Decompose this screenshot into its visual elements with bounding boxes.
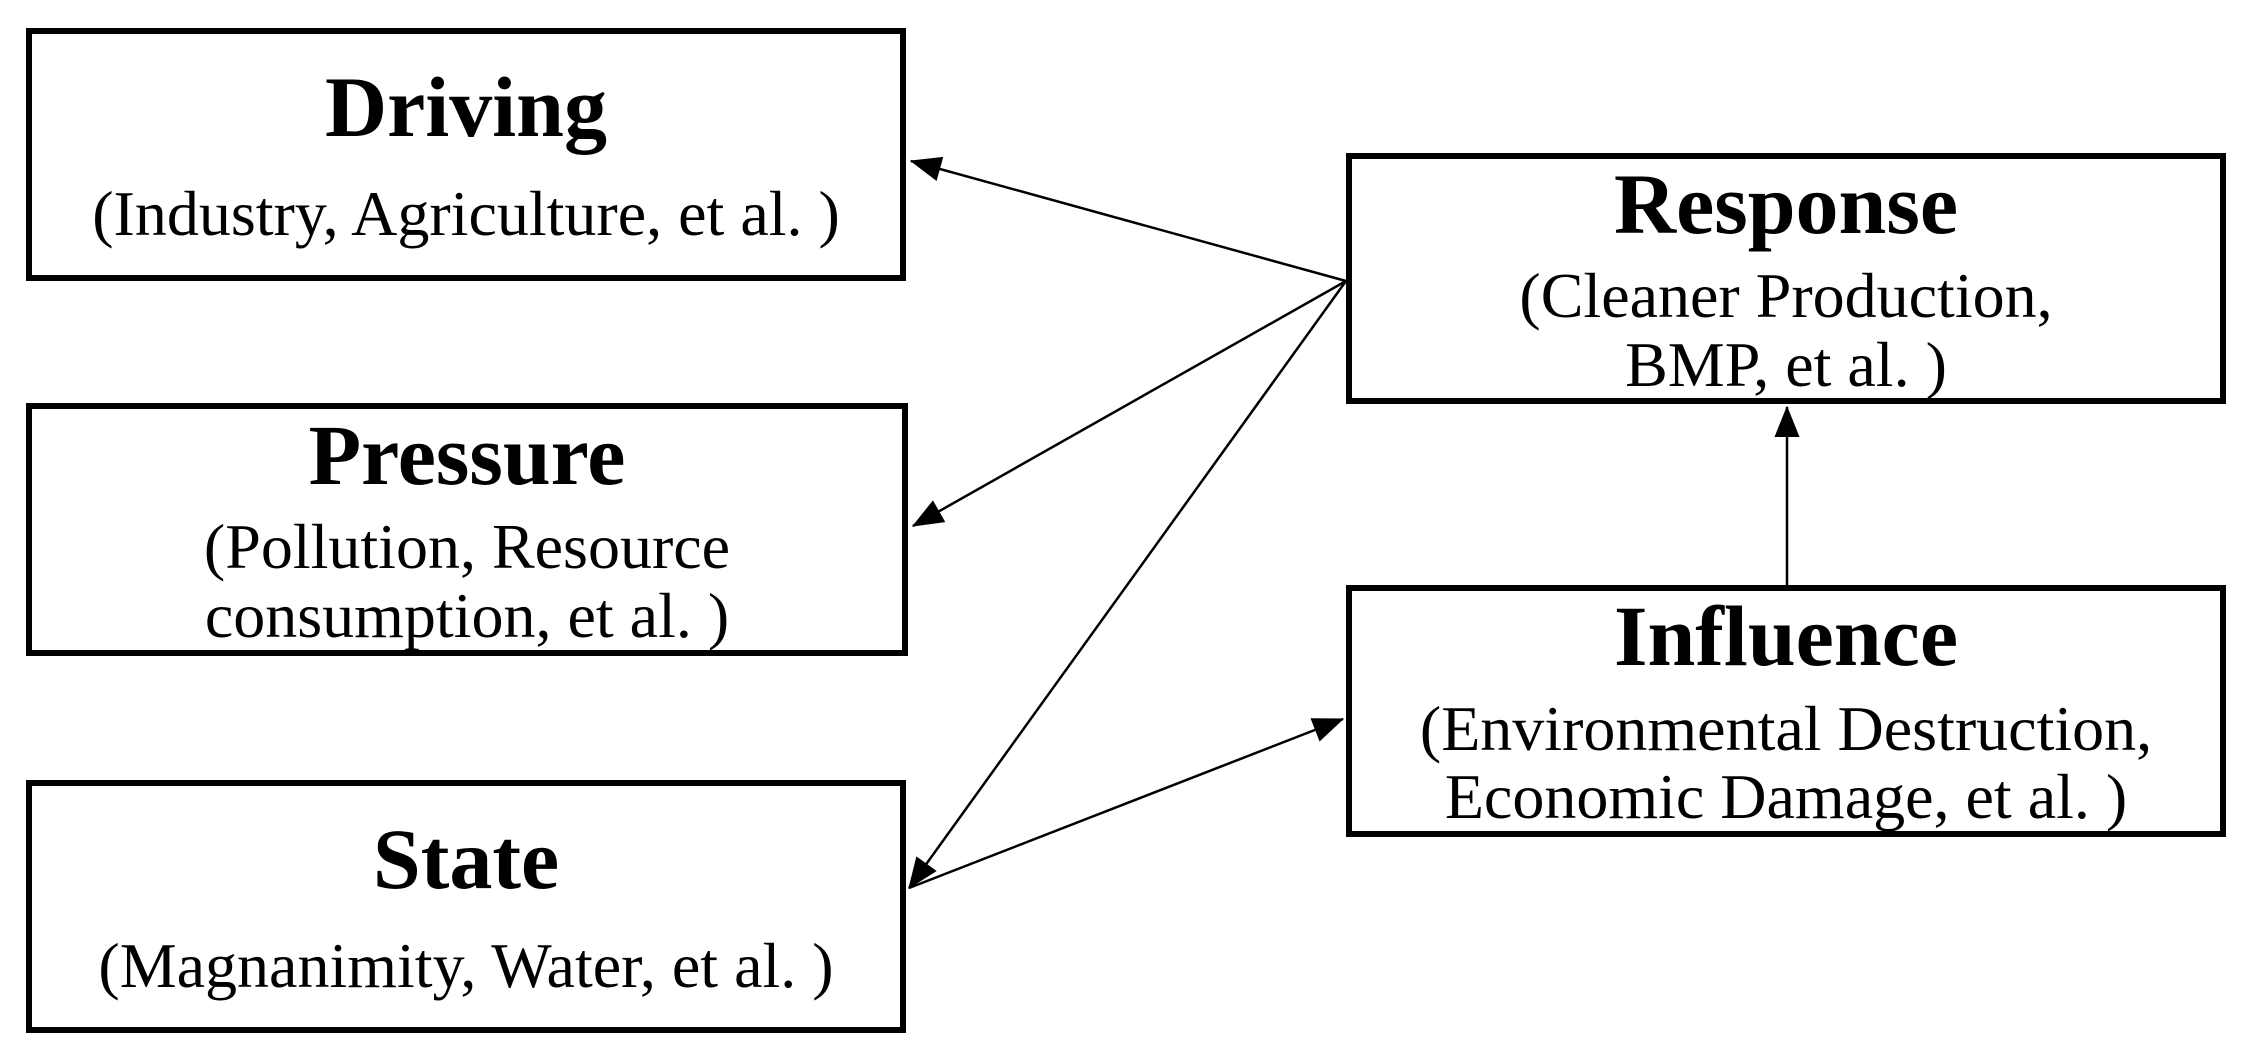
- pressure-subtitle-line: (Pollution, Resource: [203, 511, 731, 583]
- arrow-state-to-influence: [908, 717, 1345, 890]
- state-subtitle: (Magnanimity, Water, et al. ): [98, 929, 834, 1001]
- arrow-response-to-state: [907, 280, 1348, 890]
- driving-subtitle-line: (Industry, Agriculture, et al. ): [92, 177, 840, 249]
- influence-subtitle-line: (Environmental Destruction,: [1419, 692, 2153, 764]
- influence-subtitle-line: Economic Damage, et al. ): [1444, 761, 2128, 833]
- driving-title: Driving: [325, 58, 607, 155]
- state-subtitle-line: (Magnanimity, Water, et al. ): [98, 929, 834, 1001]
- arrow-response-to-pressure: [911, 279, 1347, 528]
- influence-title: Influence: [1614, 588, 1958, 685]
- box-driving: Driving (Industry, Agriculture, et al. ): [26, 28, 906, 281]
- response-title: Response: [1613, 155, 1959, 252]
- response-subtitle-line: BMP, et al. ): [1625, 328, 1947, 400]
- response-subtitle: (Cleaner Production, BMP, et al. ): [1519, 260, 2053, 400]
- box-response: Response (Cleaner Production, BMP, et al…: [1346, 153, 2226, 404]
- box-state: State (Magnanimity, Water, et al. ): [26, 780, 906, 1033]
- pressure-subtitle: (Pollution, Resource consumption, et al.…: [203, 511, 731, 651]
- box-influence: Influence (Environmental Destruction, Ec…: [1346, 585, 2226, 837]
- driving-subtitle: (Industry, Agriculture, et al. ): [92, 177, 840, 249]
- state-title: State: [372, 810, 560, 907]
- box-pressure: Pressure (Pollution, Resource consumptio…: [26, 403, 908, 656]
- arrow-response-to-driving: [909, 156, 1347, 283]
- influence-subtitle: (Environmental Destruction, Economic Dam…: [1419, 692, 2153, 833]
- response-subtitle-line: (Cleaner Production,: [1519, 260, 2053, 332]
- pressure-subtitle-line: consumption, et al. ): [204, 579, 730, 651]
- pressure-title: Pressure: [308, 406, 626, 503]
